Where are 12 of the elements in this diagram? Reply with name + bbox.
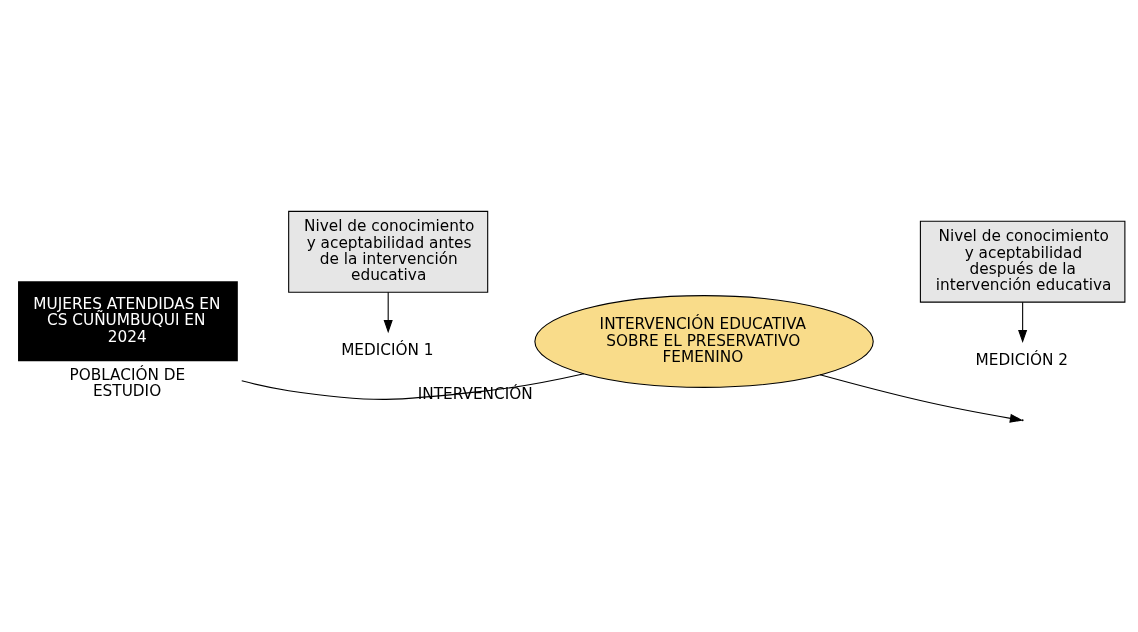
node-box: MUJERES ATENDIDAS EN CS CUÑUMBUQUI EN 2024 bbox=[18, 281, 238, 362]
arrow bbox=[1018, 301, 1028, 343]
node-label: INTERVENCIÓN bbox=[417, 385, 533, 404]
node-box: Nivel de conocimiento y aceptabilidad después de la intervención educativa bbox=[919, 220, 1126, 303]
node-text: MEDICIÓN 1 bbox=[341, 341, 434, 360]
arrow bbox=[383, 291, 393, 334]
node-label: POBLACIÓN DE ESTUDIO bbox=[69, 365, 186, 401]
arrow bbox=[819, 374, 1023, 423]
connector bbox=[241, 373, 585, 400]
node-ellipse: INTERVENCIÓN EDUCATIVA SOBRE EL PRESERVATIVO FEMENINO bbox=[534, 295, 874, 388]
node-box: Nivel de conocimiento y aceptabilidad antes de la intervención educativa bbox=[288, 210, 489, 293]
node-text: MEDICIÓN 2 bbox=[975, 351, 1069, 370]
